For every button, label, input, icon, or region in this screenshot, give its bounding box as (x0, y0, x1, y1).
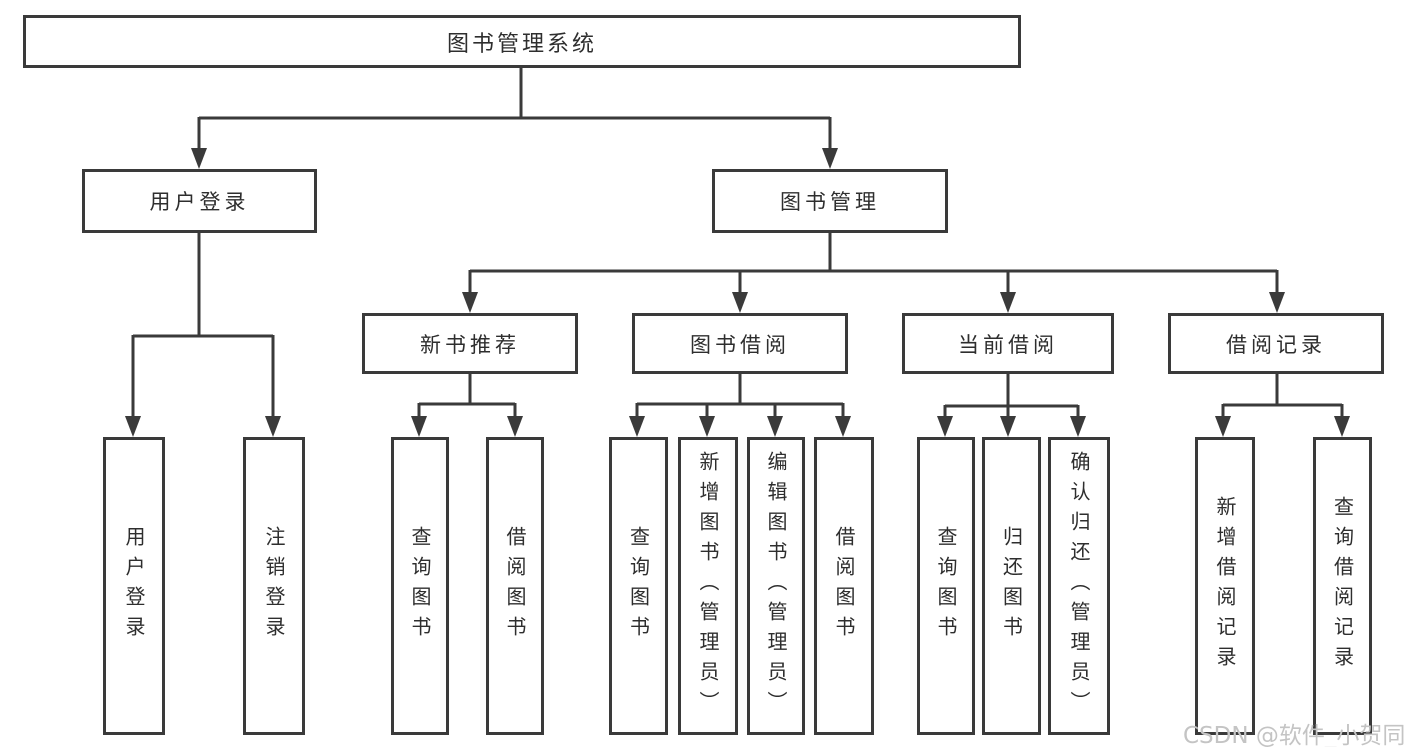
node-borrow-records: 借阅记录 (1168, 313, 1384, 374)
node-book-borrow: 图书借阅 (632, 313, 848, 374)
node-query-books-current: 查询图书 (917, 437, 975, 735)
arrowheads (125, 148, 1350, 437)
node-edit-books-admin: 编辑图书（管理员） (747, 437, 805, 735)
node-borrow-books-borrow: 借阅图书 (814, 437, 874, 735)
node-confirm-return-admin: 确认归还（管理员） (1048, 437, 1110, 735)
node-query-books-borrow: 查询图书 (609, 437, 668, 735)
node-user-login: 用户登录 (103, 437, 165, 735)
node-current-borrow: 当前借阅 (902, 313, 1114, 374)
node-query-books-newbook: 查询图书 (391, 437, 449, 735)
node-add-books-admin: 新增图书（管理员） (678, 437, 738, 735)
node-book-management: 图书管理 (712, 169, 948, 233)
node-add-borrow-record: 新增借阅记录 (1195, 437, 1255, 735)
node-user-login-branch: 用户登录 (82, 169, 317, 233)
node-library-system: 图书管理系统 (23, 15, 1021, 68)
node-query-borrow-record: 查询借阅记录 (1313, 437, 1372, 735)
node-logout: 注销登录 (243, 437, 305, 735)
watermark: CSDN @软件_小贺同学 (1183, 723, 1405, 747)
node-new-book-recommend: 新书推荐 (362, 313, 578, 374)
node-borrow-books-newbook: 借阅图书 (486, 437, 544, 735)
node-return-books: 归还图书 (982, 437, 1041, 735)
